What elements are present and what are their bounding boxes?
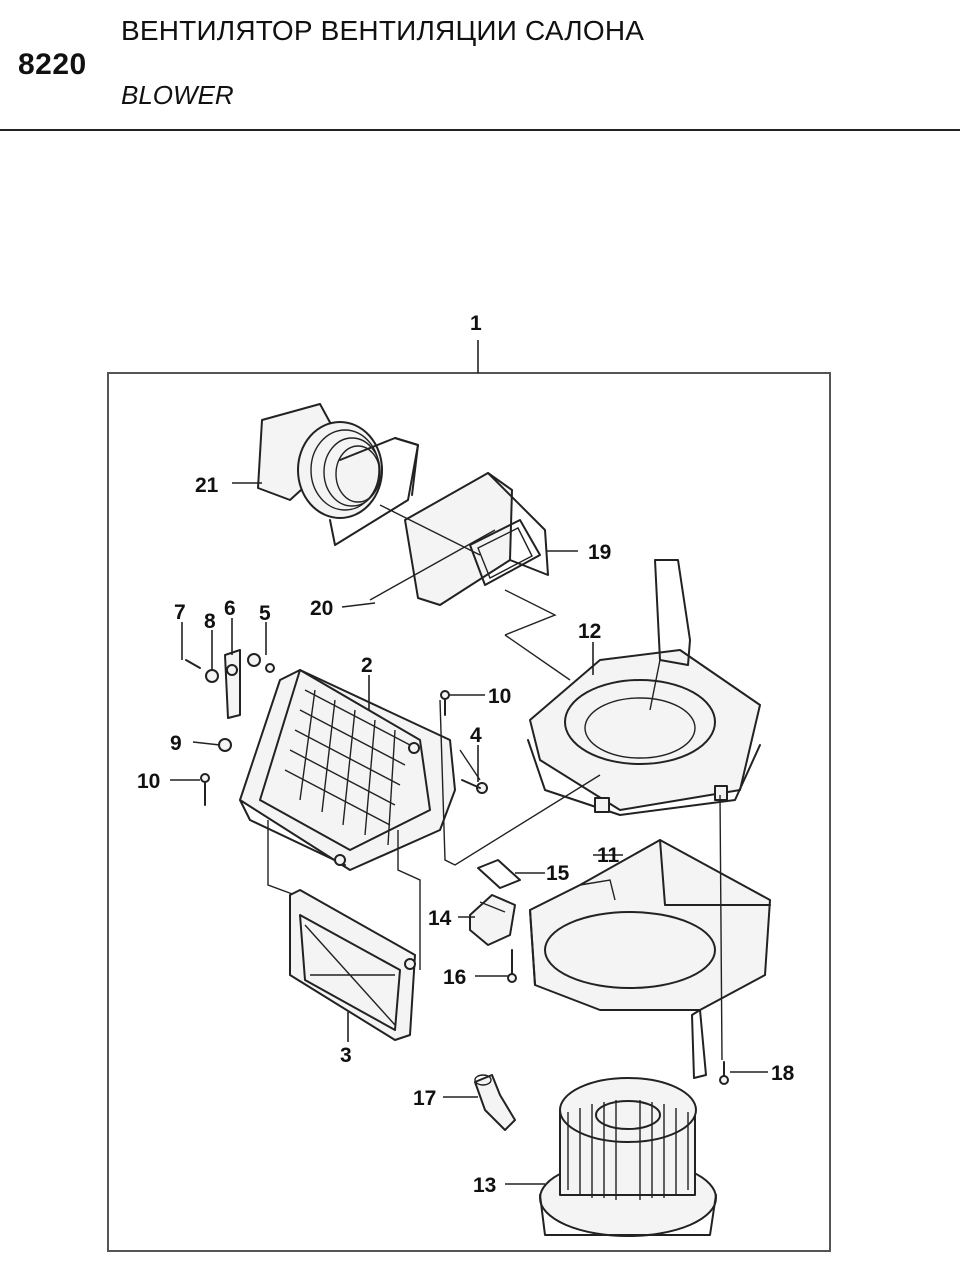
callout-17: 17 (413, 1087, 436, 1110)
callout-11: 11 (597, 844, 620, 867)
callout-10-right: 10 (488, 685, 511, 708)
assembly-frame (107, 372, 831, 1252)
section-title-ru: ВЕНТИЛЯТОР ВЕНТИЛЯЦИИ САЛОНА (121, 15, 645, 46)
callout-6: 6 (224, 597, 236, 620)
header-rule (0, 129, 960, 131)
callout-3: 3 (340, 1044, 352, 1067)
callout-8: 8 (204, 610, 216, 633)
callout-labels: 1 2 3 4 5 6 7 8 9 10 10 11 12 13 14 15 1… (137, 312, 795, 1197)
callout-20: 20 (310, 597, 333, 620)
callout-13: 13 (473, 1174, 496, 1197)
part-12-blower-upper-case (527, 559, 761, 816)
part-17-drain-hose (474, 1074, 516, 1131)
callout-15: 15 (546, 862, 570, 885)
callout-19: 19 (588, 541, 611, 564)
part-14-resistor (469, 859, 521, 983)
callout-21: 21 (195, 474, 219, 497)
callout-7: 7 (174, 601, 186, 624)
callout-5: 5 (259, 602, 271, 625)
callout-9: 9 (170, 732, 182, 755)
part-3-filter (289, 889, 416, 1041)
callout-16: 16 (443, 966, 466, 989)
leader-lines (170, 482, 768, 1185)
part-2-filter-housing (239, 669, 456, 871)
part-19-duct-adapter (404, 472, 549, 606)
callout-18: 18 (771, 1062, 795, 1085)
section-code: 8220 (18, 48, 87, 81)
callout-12: 12 (578, 620, 601, 643)
callout-14: 14 (428, 907, 452, 930)
callout-4: 4 (470, 724, 482, 747)
part-13-blower-motor (539, 1077, 717, 1237)
section-title-en: BLOWER (121, 80, 234, 110)
callout-10-left: 10 (137, 770, 160, 793)
part-11-lower-housing (529, 839, 771, 1079)
part-21-intake-bellows (257, 403, 419, 546)
callout-1: 1 (470, 312, 482, 335)
callout-2: 2 (361, 654, 373, 677)
